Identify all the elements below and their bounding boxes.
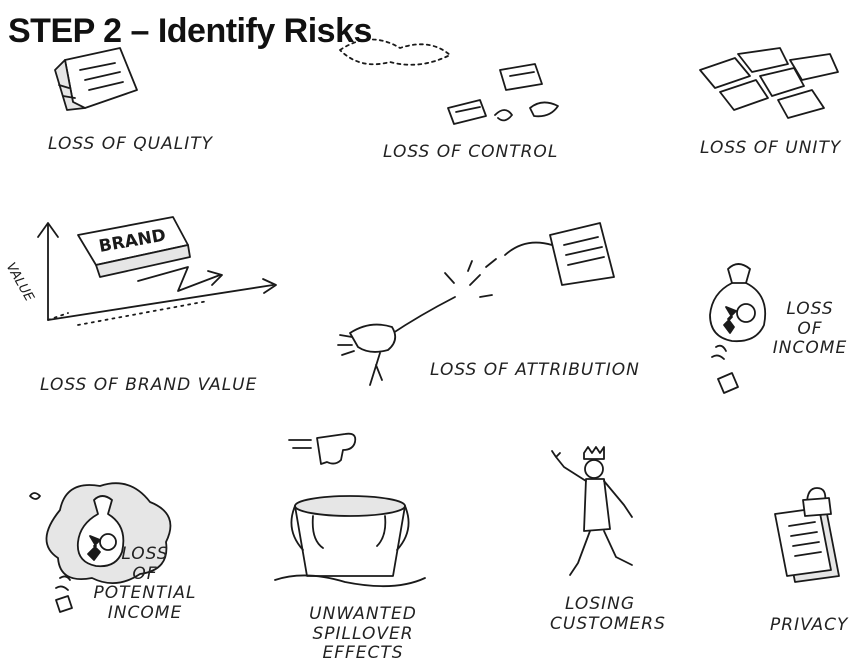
value-axis-text: VALUE bbox=[3, 260, 37, 304]
risk-label-attribution: LOSS OF ATTRIBUTION bbox=[430, 360, 640, 380]
snapped-rope-icon bbox=[337, 222, 615, 386]
risk-label-income: LOSS OF INCOME bbox=[772, 299, 848, 359]
risk-label-quality: LOSS OF QUALITY bbox=[48, 134, 213, 154]
page-title: STEP 2 – Identify Risks bbox=[8, 12, 372, 50]
risk-label-brand: LOSS OF BRAND VALUE bbox=[40, 375, 258, 395]
money-bag-cloud-icon bbox=[29, 482, 172, 613]
euro-money-bag-icon bbox=[709, 263, 767, 394]
walking-king-icon bbox=[551, 446, 633, 576]
risk-label-unity: LOSS OF UNITY bbox=[700, 138, 842, 158]
brand-block-chart-icon: BRAND VALUE bbox=[3, 216, 277, 326]
risk-label-privacy: PRIVACY bbox=[770, 615, 849, 635]
locked-documents-icon bbox=[774, 487, 840, 583]
risk-label-potential-income: LOSS OF POTENTIAL INCOME bbox=[93, 544, 197, 623]
broken-pieces-icon bbox=[699, 47, 839, 119]
torn-paper-icon bbox=[54, 47, 138, 111]
risk-label-customers: LOSING CUSTOMERS bbox=[550, 594, 666, 634]
overflowing-bucket-icon bbox=[274, 432, 426, 588]
flying-papers-icon bbox=[339, 38, 559, 125]
risk-label-spillover: UNWANTED SPILLOVER EFFECTS bbox=[309, 604, 417, 664]
risk-label-control: LOSS OF CONTROL bbox=[383, 142, 559, 162]
